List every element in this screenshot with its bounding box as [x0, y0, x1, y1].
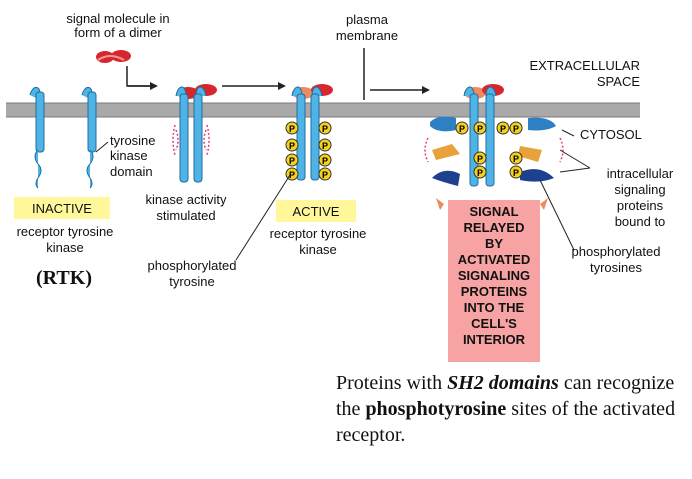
intracellular-label-3: proteins	[617, 198, 664, 213]
svg-text:P: P	[322, 170, 328, 180]
svg-text:ACTIVE: ACTIVE	[293, 204, 340, 219]
tyrosine-kinase-label: tyrosine	[110, 133, 156, 148]
svg-text:SIGNAL: SIGNAL	[469, 204, 518, 219]
receptor-active-label-2: kinase	[299, 242, 337, 257]
phosphorylated-tyrosine-label-2: tyrosine	[169, 274, 215, 289]
receptor-inactive-label-2: kinase	[46, 240, 84, 255]
svg-text:PROTEINS: PROTEINS	[461, 284, 528, 299]
dimerized-receptor	[172, 84, 217, 183]
svg-text:RELAYED: RELAYED	[464, 220, 525, 235]
svg-text:INACTIVE: INACTIVE	[32, 201, 92, 216]
svg-text:P: P	[322, 141, 328, 151]
phosphorylated-tyrosines-label: phosphorylated	[572, 244, 661, 259]
svg-text:P: P	[477, 124, 483, 134]
svg-text:P: P	[289, 170, 295, 180]
extracellular-label: EXTRACELLULAR	[529, 58, 640, 73]
sh2-caption: Proteins with SH2 domains can recognize …	[336, 370, 686, 448]
caption-part-5: sites of the activated receptor.	[336, 398, 676, 446]
intracellular-label: intracellular	[607, 166, 674, 181]
svg-text:INTERIOR: INTERIOR	[463, 332, 526, 347]
inactive-receptor-right	[81, 86, 97, 189]
receptor-active-label: receptor tyrosine	[270, 226, 367, 241]
phospho-tyrosines-active: P P P P P P P P	[285, 121, 332, 181]
svg-text:P: P	[289, 141, 295, 151]
extracellular-label-2: SPACE	[597, 74, 640, 89]
svg-text:P: P	[500, 124, 506, 134]
svg-text:P: P	[322, 156, 328, 166]
signal-relay-box	[448, 200, 540, 362]
svg-text:CELL'S: CELL'S	[471, 316, 517, 331]
svg-text:P: P	[477, 154, 483, 164]
phosphorylated-tyrosines-label-2: tyrosines	[590, 260, 643, 275]
rtk-label: (RTK)	[36, 267, 92, 289]
caption-phosphotyrosine: phosphotyrosine	[365, 398, 507, 420]
phospho-tyrosines-bound: P P P P P P P P	[455, 121, 523, 179]
plasma-membrane-label-2: membrane	[336, 28, 398, 43]
caption-sh2-domains: SH2 domains	[447, 372, 559, 394]
svg-text:P: P	[322, 124, 328, 134]
plasma-membrane-label: plasma	[346, 12, 389, 27]
inactive-receptor-left	[29, 86, 45, 189]
svg-text:P: P	[459, 124, 465, 134]
receptor-with-signaling-proteins	[424, 84, 564, 210]
svg-text:P: P	[513, 154, 519, 164]
tyrosine-kinase-label-2: kinase	[110, 148, 148, 163]
receptor-inactive-label: receptor tyrosine	[17, 224, 114, 239]
kinase-activity-label: kinase activity	[146, 192, 227, 207]
active-badge	[276, 200, 356, 222]
caption-part-3: can recognize the	[336, 372, 675, 420]
svg-text:BY: BY	[485, 236, 503, 251]
plasma-membrane	[6, 103, 640, 117]
signal-molecule-label-2: form of a dimer	[74, 25, 162, 40]
signal-relay-text: SIGNAL RELAYED BY ACTIVATED SIGNALING PR…	[458, 204, 530, 347]
intracellular-label-4: bound to	[615, 214, 666, 229]
inactive-badge	[14, 197, 110, 219]
phosphorylated-tyrosine-label: phosphorylated	[148, 258, 237, 273]
svg-text:P: P	[477, 168, 483, 178]
active-receptor	[291, 84, 333, 181]
svg-text:P: P	[513, 124, 519, 134]
signal-molecule-label: signal molecule in	[66, 11, 169, 26]
caption-part-1: Proteins with	[336, 372, 448, 394]
kinase-activity-label-2: stimulated	[156, 208, 215, 223]
svg-text:P: P	[513, 168, 519, 178]
intracellular-label-2: signaling	[614, 182, 665, 197]
svg-text:SIGNALING: SIGNALING	[458, 268, 530, 283]
cytosol-label: CYTOSOL	[580, 127, 642, 142]
tyrosine-kinase-label-3: domain	[110, 164, 153, 179]
svg-text:P: P	[289, 156, 295, 166]
svg-text:ACTIVATED: ACTIVATED	[458, 252, 530, 267]
signal-dimer-free	[96, 50, 158, 90]
svg-text:P: P	[289, 124, 295, 134]
svg-text:INTO THE: INTO THE	[464, 300, 525, 315]
